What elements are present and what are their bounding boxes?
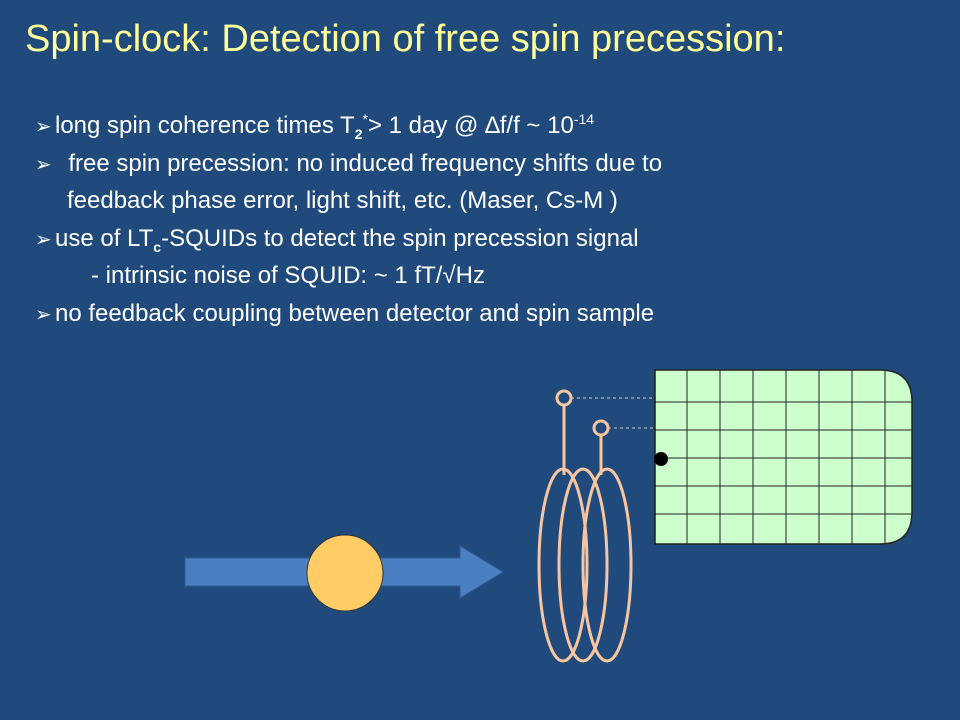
coil-leads	[555, 389, 610, 475]
bullet-squid: ➢use of LTc-SQUIDs to detect the spin pr…	[35, 220, 935, 258]
bullet-continuation: feedback phase error, light shift, etc. …	[35, 182, 935, 220]
subscript: c	[153, 238, 162, 255]
bullet-text: -SQUIDs to detect the spin precession si…	[161, 224, 639, 252]
bullet-list: ➢long spin coherence times T2*> 1 day @ …	[35, 107, 935, 332]
bullet-arrow-icon: ➢	[35, 303, 52, 326]
signal-trace-dot	[654, 452, 668, 466]
sub-bullet-squid-noise: - intrinsic noise of SQUID: ~ 1 fT/√Hz	[35, 257, 935, 295]
pickup-coil	[537, 467, 633, 663]
slide-title: Spin-clock: Detection of free spin prece…	[25, 18, 786, 60]
bullet-text: - intrinsic noise of SQUID: ~ 1 fT/√Hz	[91, 262, 485, 289]
bullet-no-feedback: ➢no feedback coupling between detector a…	[35, 295, 935, 333]
bullet-text: use of LT	[55, 224, 154, 252]
subscript: 2	[354, 125, 363, 142]
spin-sample-ball	[306, 534, 384, 612]
signal-connectors	[571, 397, 655, 429]
bullet-text: > 1 day @ ∆f/f ~ 10	[367, 112, 574, 139]
bullet-text: feedback phase error, light shift, etc. …	[67, 187, 618, 214]
bullet-arrow-icon: ➢	[35, 228, 52, 251]
exponent: -14	[573, 111, 595, 127]
bullet-coherence-time: ➢long spin coherence times T2*> 1 day @ …	[35, 107, 935, 145]
bullet-text: free spin precession: no induced frequen…	[68, 149, 663, 177]
bullet-arrow-icon: ➢	[35, 116, 52, 138]
bullet-text: long spin coherence times T	[55, 112, 355, 139]
superscript: *	[362, 111, 368, 127]
bullet-arrow-icon: ➢	[35, 153, 52, 176]
bullet-free-precession: ➢ free spin precession: no induced frequ…	[35, 145, 935, 183]
bullet-text: no feedback coupling between detector an…	[55, 299, 655, 327]
oscilloscope-screen	[654, 369, 913, 545]
